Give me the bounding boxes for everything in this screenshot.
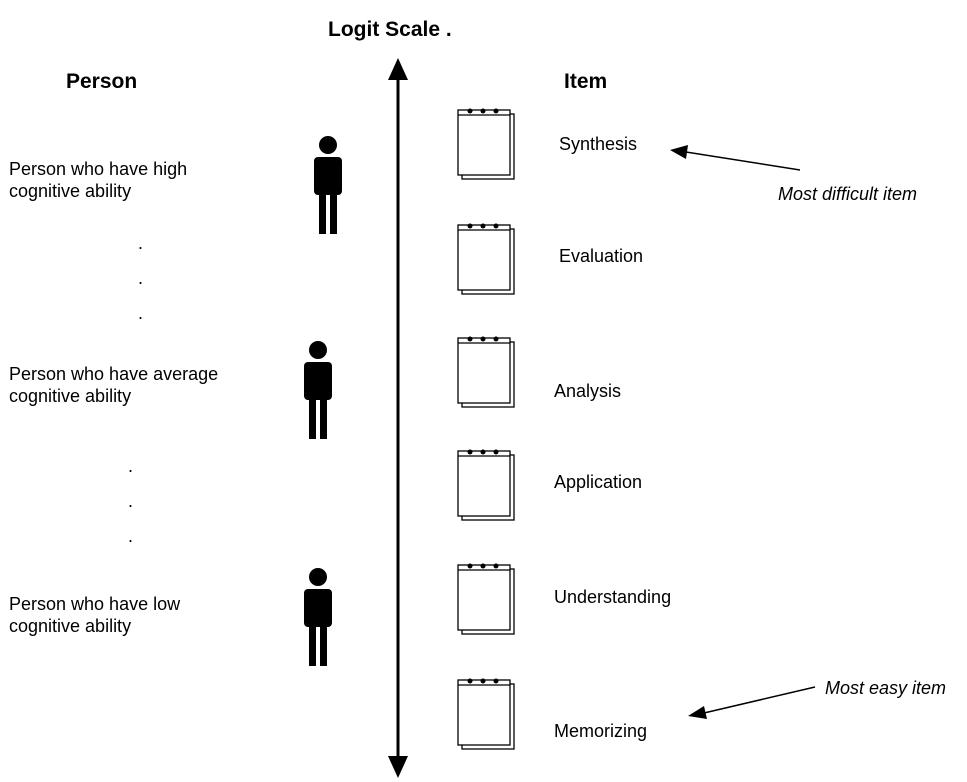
- most-easy-annotation: Most easy item: [825, 678, 947, 698]
- notepad-icon: [457, 108, 515, 180]
- item-label-analysis: Analysis: [554, 381, 622, 401]
- logit-scale-axis: [388, 58, 408, 778]
- ellipsis-dot: .: [138, 303, 144, 323]
- ellipsis-dot: .: [128, 456, 134, 476]
- notepad-icon: [457, 678, 515, 750]
- ellipsis-dot: .: [138, 268, 144, 288]
- most-difficult-arrow: [670, 145, 801, 171]
- notepad-icon: [457, 223, 515, 295]
- notepad-icon: [457, 336, 515, 408]
- notepad-icon: [457, 449, 515, 521]
- person-column-header: Person: [66, 70, 138, 93]
- ellipsis-dot: .: [138, 233, 144, 253]
- item-label-synthesis: Synthesis: [559, 134, 638, 154]
- person-icon: [314, 136, 342, 234]
- most-difficult-annotation: Most difficult item: [778, 184, 918, 204]
- ellipsis-dot: .: [128, 491, 134, 511]
- item-label-understanding: Understanding: [554, 587, 672, 607]
- item-column-header: Item: [564, 70, 608, 93]
- person-icon: [304, 341, 332, 439]
- notepad-icon: [457, 563, 515, 635]
- logit-scale-title: Logit Scale .: [328, 18, 452, 41]
- item-label-evaluation: Evaluation: [559, 246, 644, 266]
- most-easy-arrow: [688, 686, 816, 719]
- item-label-application: Application: [554, 472, 643, 492]
- ellipsis-dot: .: [128, 526, 134, 546]
- person-icon: [304, 568, 332, 666]
- item-label-memorizing: Memorizing: [554, 721, 648, 741]
